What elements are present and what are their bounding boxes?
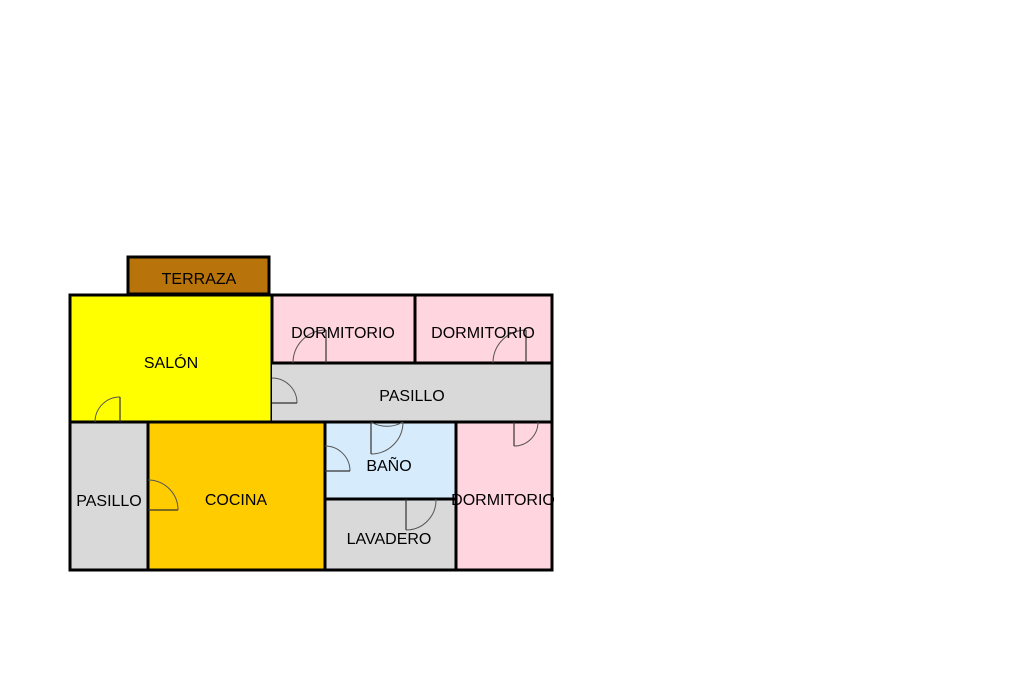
label-dormitorio-1: DORMITORIO <box>291 325 395 342</box>
door-dormitorio-1 <box>292 329 327 364</box>
label-lavadero: LAVADERO <box>347 531 432 548</box>
label-pasillo-left: PASILLO <box>76 493 142 510</box>
room-salon <box>68 293 274 424</box>
room-dormitorio-3 <box>454 420 554 572</box>
room-dormitorio-2 <box>413 293 554 365</box>
label-cocina: COCINA <box>205 492 268 509</box>
door-pasillo-salon <box>271 377 298 404</box>
label-pasillo-main: PASILLO <box>379 388 445 405</box>
door-bano <box>370 421 404 455</box>
door-bano-side <box>324 445 351 472</box>
door-dormitorio-3 <box>513 421 539 447</box>
door-lavadero <box>405 498 437 531</box>
room-cocina <box>146 420 327 572</box>
room-pasillo-left <box>68 420 150 572</box>
door-cocina <box>147 479 179 511</box>
door-salon <box>94 396 121 423</box>
label-dormitorio-2: DORMITORIO <box>431 325 535 342</box>
label-terraza: TERRAZA <box>162 271 237 288</box>
room-pasillo-main <box>272 363 552 422</box>
label-dormitorio-3: DORMITORIO <box>451 492 555 509</box>
door-dormitorio-2 <box>492 329 527 364</box>
label-bano: BAÑO <box>366 455 411 475</box>
label-salon: SALÓN <box>144 353 198 372</box>
